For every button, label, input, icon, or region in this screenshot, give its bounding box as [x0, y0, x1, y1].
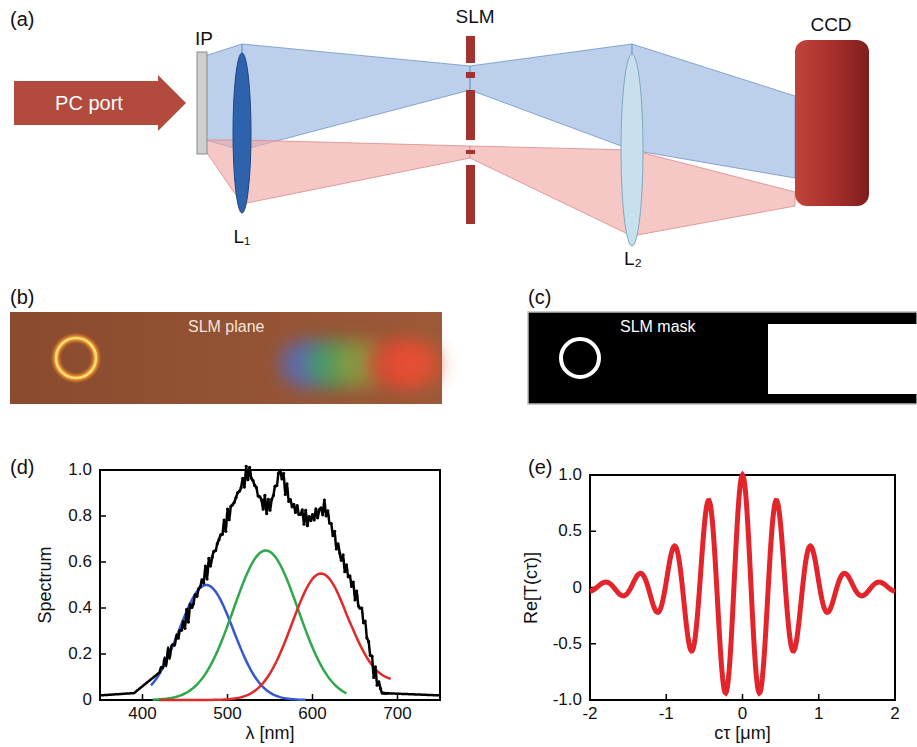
panel-label: (c): [528, 286, 551, 308]
tick-label: 1: [814, 705, 823, 724]
tick-label: 0.2: [68, 645, 92, 664]
node-label: CCD: [810, 14, 851, 36]
tick-label: 700: [383, 705, 411, 724]
light-beam-red: [205, 140, 795, 236]
node-label: IP: [195, 28, 213, 50]
lens-outline: [608, 40, 658, 270]
correlation-axes: [590, 475, 895, 700]
tick-label: 400: [128, 705, 156, 724]
tick-label: -2: [582, 705, 597, 724]
slm-plane-image: SLM plane: [10, 312, 442, 404]
panel-label: (b): [10, 286, 34, 308]
slm-mask-image: SLM mask: [528, 312, 917, 404]
spectrum-dots: [177, 465, 389, 695]
panel-label: (e): [528, 456, 552, 478]
node-label: SLM: [455, 6, 494, 28]
ccd-camera-outline: [788, 14, 874, 210]
tick-label: 500: [213, 705, 241, 724]
slm-mask-image-outline: [528, 312, 917, 404]
lens: L₂: [608, 40, 658, 270]
axis-title: Re[T(cτ)]: [522, 551, 542, 623]
tick-label: 600: [298, 705, 326, 724]
panel-label: (a): [10, 8, 34, 30]
image-plate: IP: [186, 28, 222, 156]
node-label: SLM mask: [620, 318, 696, 336]
tick-label: 0.8: [68, 507, 92, 526]
axis-title: cτ [μm]: [714, 724, 770, 744]
correlation-curve: [590, 475, 895, 693]
slm: SLM: [445, 6, 505, 226]
red-filter-curve: [160, 574, 391, 701]
tick-label: -0.5: [553, 634, 582, 653]
lens-outline: [220, 52, 264, 248]
axis-title: λ [nm]: [245, 724, 294, 744]
tick-label: 2: [890, 705, 899, 724]
tick-label: -1: [659, 705, 674, 724]
tick-label: 1.0: [68, 461, 92, 480]
ccd-camera: CCD: [788, 14, 874, 210]
node-label: L₂: [624, 248, 642, 270]
tick-label: -1.0: [553, 691, 582, 710]
tick-label: 0: [738, 705, 747, 724]
tick-label: 0: [573, 578, 582, 597]
tick-label: 0.5: [558, 522, 582, 541]
source-spectrum: [100, 466, 440, 695]
node-label: L₁: [234, 226, 251, 248]
axis-title: Spectrum: [36, 546, 56, 623]
slm-outline: [445, 6, 505, 226]
tick-label: 0: [83, 691, 92, 710]
node-label: PC port: [55, 92, 123, 115]
tick-label: 0.4: [68, 599, 92, 618]
tick-label: 1.0: [558, 466, 582, 485]
pc-port-arrow: PC port: [14, 75, 186, 131]
tick-label: 0.6: [68, 553, 92, 572]
lens: L₁: [220, 52, 264, 248]
node-label: SLM plane: [188, 318, 265, 336]
panel-label: (d): [10, 456, 34, 478]
